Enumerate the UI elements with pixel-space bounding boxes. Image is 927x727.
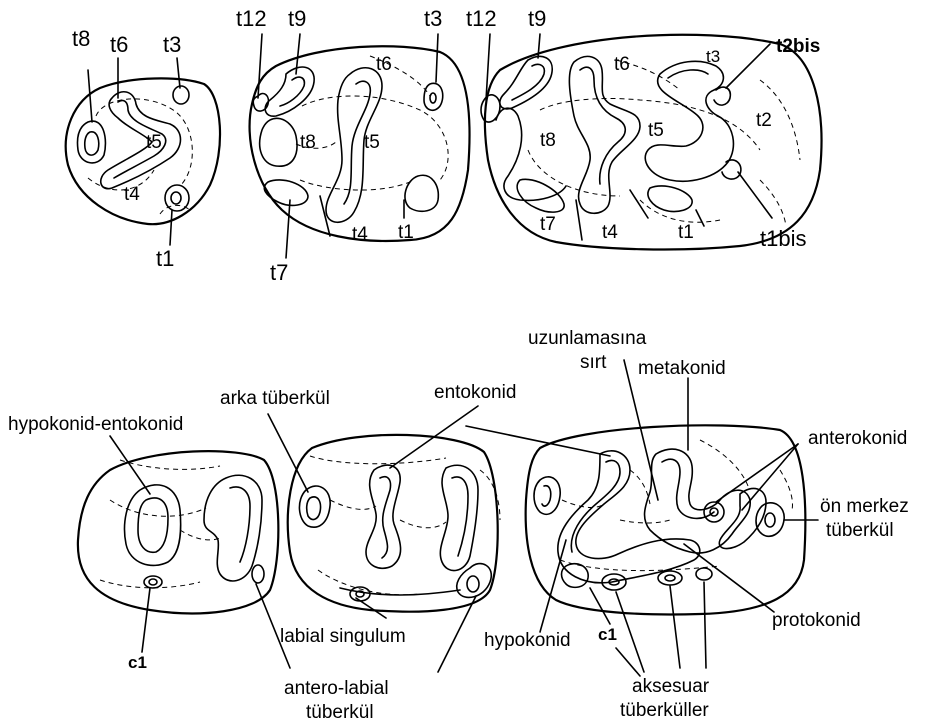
- cusp-antero-labial-small: [252, 565, 264, 583]
- cusp-t3: [173, 86, 189, 104]
- upper-tooth-3: t12 t9 t6 t3 t2bis t8 t5 t2 t7 t4 t1 t1b…: [466, 6, 821, 251]
- lower-tooth-3: [466, 360, 818, 676]
- cusp-t3-t2-inner: [668, 70, 708, 78]
- label-t8: t8: [72, 26, 90, 51]
- label-entokonid: entokonid: [434, 382, 516, 403]
- cusp-c1: [562, 564, 589, 588]
- label-t4: t4: [124, 184, 140, 205]
- cusp-antero-labial-inner: [467, 576, 479, 592]
- cusp-t7: [264, 180, 308, 205]
- label-t7: t7: [270, 260, 288, 285]
- label-anterokonid: anterokonid: [808, 428, 907, 449]
- label-t1: t1: [678, 222, 694, 243]
- label-t3: t3: [163, 32, 181, 57]
- cusp-t1bis: [722, 160, 741, 179]
- label-t6: t6: [376, 54, 392, 75]
- label-on-merkez-2: tüberkül: [826, 520, 894, 541]
- cusp-right-s-inner: [452, 477, 468, 556]
- label-metakonid: metakonid: [638, 358, 726, 379]
- upper-tooth-2: t12 t9 t3 t6 t8 t5 t4 t1 t7: [236, 6, 470, 285]
- cusp-t2bis: [714, 87, 730, 105]
- tooth-outline: [66, 78, 220, 224]
- label-t3: t3: [706, 47, 720, 66]
- cusp-metakonid: [645, 449, 751, 553]
- cusp-hypokonid-entokonid-inner: [138, 498, 168, 552]
- label-uzunlamasina-2: sırt: [580, 352, 607, 373]
- label-t1bis: t1bis: [760, 226, 806, 251]
- label-t1: t1: [156, 246, 174, 271]
- label-t5: t5: [364, 132, 380, 153]
- label-t1: t1: [398, 222, 414, 243]
- cusp-kidney-inner: [230, 487, 250, 562]
- label-protokonid: protokonid: [772, 610, 861, 631]
- cusp-arka-tuberkul-inner: [307, 497, 321, 520]
- cusp-t7: [517, 179, 564, 212]
- cusp-t9: [500, 56, 552, 108]
- label-hypokonid-entokonid: hypokonid-entokonid: [8, 414, 183, 435]
- cusp-t1-inner: [171, 192, 181, 204]
- cusp-aksesuar-2: [658, 571, 682, 585]
- upper-tooth-1: t8 t6 t3 t5 t4 t1: [66, 26, 220, 271]
- cusp-kidney: [204, 475, 262, 581]
- cusp-t8: [77, 121, 105, 163]
- cusp-anterokonid-loop: [719, 488, 766, 548]
- label-t3: t3: [424, 6, 442, 31]
- lower-tooth-1: [78, 436, 278, 652]
- cusp-t3-inner: [430, 93, 436, 103]
- label-t9: t9: [528, 6, 546, 31]
- label-t5: t5: [648, 120, 664, 141]
- cusp-t12: [253, 94, 268, 112]
- cusp-t1: [648, 186, 692, 212]
- cusp-t8: [260, 118, 297, 166]
- label-t2bis: t2bis: [776, 36, 820, 57]
- label-labial-singulum: labial singulum: [280, 626, 406, 647]
- label-uzunlamasina-1: uzunlamasına: [528, 328, 647, 349]
- cusp-left-oval: [534, 477, 560, 514]
- label-t5: t5: [146, 132, 162, 153]
- cusp-arka-tuberkul: [299, 486, 330, 527]
- cusp-aksesuar-3: [696, 568, 712, 580]
- label-t2: t2: [756, 110, 772, 131]
- label-t4: t4: [352, 224, 368, 245]
- label-antero-labial-1: antero-labial: [284, 678, 389, 699]
- cusp-t3: [424, 83, 443, 110]
- label-aksesuar-2: tüberküller: [620, 700, 709, 721]
- label-t7: t7: [540, 214, 556, 235]
- cusp-hypokonid-loop: [558, 451, 700, 583]
- label-c1-right: c1: [598, 625, 617, 644]
- cusp-t9: [265, 67, 314, 116]
- cusp-c1: [144, 576, 162, 588]
- cusp-aksesuar-2-inner: [665, 575, 675, 581]
- label-arka-tuberkul: arka tüberkül: [220, 388, 330, 409]
- cusp-entokonid-chevron-inner: [380, 477, 391, 558]
- cusp-t8-inner: [85, 132, 99, 155]
- label-t6: t6: [110, 32, 128, 57]
- label-t9: t9: [288, 6, 306, 31]
- label-t6: t6: [614, 54, 630, 75]
- label-antero-labial-2: tüberkül: [306, 702, 374, 723]
- cusp-c1-inner: [149, 579, 157, 585]
- cusp-t9-inner: [280, 77, 304, 106]
- cusp-t1: [405, 175, 438, 211]
- cusp-t9-inner: [512, 64, 544, 100]
- label-t4: t4: [602, 222, 618, 243]
- label-hypokonid: hypokonid: [484, 630, 571, 651]
- label-t8: t8: [300, 132, 316, 153]
- labial-singulum-line: [340, 588, 460, 595]
- cusp-hypokonid-entokonid: [125, 485, 181, 566]
- label-t12: t12: [236, 6, 267, 31]
- cusp-on-merkez-inner: [765, 513, 775, 527]
- cusp-hypokonid-loop-inner: [571, 460, 620, 552]
- label-aksesuar-1: aksesuar: [632, 676, 710, 697]
- label-t12: t12: [466, 6, 497, 31]
- label-c1-left: c1: [128, 653, 147, 672]
- cusp-left-oval-inner: [542, 486, 551, 506]
- cusp-t8-loop: [496, 108, 566, 200]
- label-on-merkez-1: ön merkez: [820, 496, 909, 517]
- cusp-t6-t5: [101, 92, 181, 189]
- cusp-on-merkez-tuberkul: [756, 503, 784, 536]
- label-t8: t8: [540, 130, 556, 151]
